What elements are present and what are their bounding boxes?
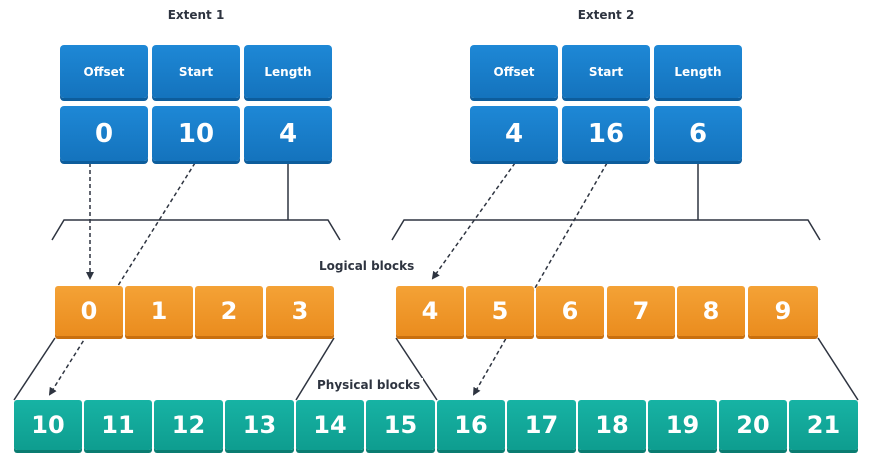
extent-1-title: Extent 1	[167, 8, 225, 22]
physical-block: 11	[84, 400, 152, 450]
logical-block: 7	[607, 286, 675, 336]
logical-block: 2	[195, 286, 263, 336]
logical-block: 3	[266, 286, 334, 336]
physical-block: 14	[296, 400, 364, 450]
map-line-ext1-left	[13, 337, 56, 401]
physical-block: 16	[437, 400, 505, 450]
physical-block: 21	[789, 400, 858, 450]
extent-1-start-arrow	[48, 162, 196, 396]
physical-block: 17	[507, 400, 576, 450]
logical-block: 0	[55, 286, 123, 336]
extent-1-start-value: 10	[152, 106, 240, 161]
logical-blocks-label: Logical blocks	[316, 259, 418, 273]
map-line-ext2-right	[817, 337, 859, 401]
physical-block: 20	[719, 400, 787, 450]
extent-2-start-arrow	[473, 162, 608, 396]
extent-2-bracket	[391, 219, 821, 241]
extent-2-length-header: Length	[654, 45, 742, 98]
extent-2-offset-header: Offset	[470, 45, 558, 98]
physical-block: 10	[14, 400, 82, 450]
extent-2-start-value: 16	[562, 106, 650, 161]
extent-2-start-header: Start	[562, 45, 650, 98]
logical-block: 1	[125, 286, 193, 336]
map-line-ext2-left	[395, 337, 438, 401]
logical-block: 6	[536, 286, 604, 336]
physical-block: 13	[225, 400, 294, 450]
physical-block: 18	[578, 400, 646, 450]
extent-1-start-header: Start	[152, 45, 240, 98]
physical-block: 15	[366, 400, 435, 450]
extent-1-length-value: 4	[244, 106, 332, 161]
physical-block: 12	[154, 400, 223, 450]
extent-1-length-header: Length	[244, 45, 332, 98]
logical-block: 8	[677, 286, 745, 336]
extent-2-offset-value: 4	[470, 106, 558, 161]
logical-block: 4	[396, 286, 464, 336]
extent-2-title: Extent 2	[577, 8, 635, 22]
extent-1-bracket	[51, 219, 341, 241]
extent-1-offset-value: 0	[60, 106, 148, 161]
extent-1-offset-header: Offset	[60, 45, 148, 98]
extent-2-offset-arrow	[431, 162, 516, 280]
physical-blocks-label: Physical blocks	[314, 378, 424, 392]
map-line-ext1-right	[295, 337, 335, 401]
logical-block: 9	[748, 286, 818, 336]
physical-block: 19	[648, 400, 717, 450]
logical-block: 5	[466, 286, 534, 336]
extent-2-length-value: 6	[654, 106, 742, 161]
